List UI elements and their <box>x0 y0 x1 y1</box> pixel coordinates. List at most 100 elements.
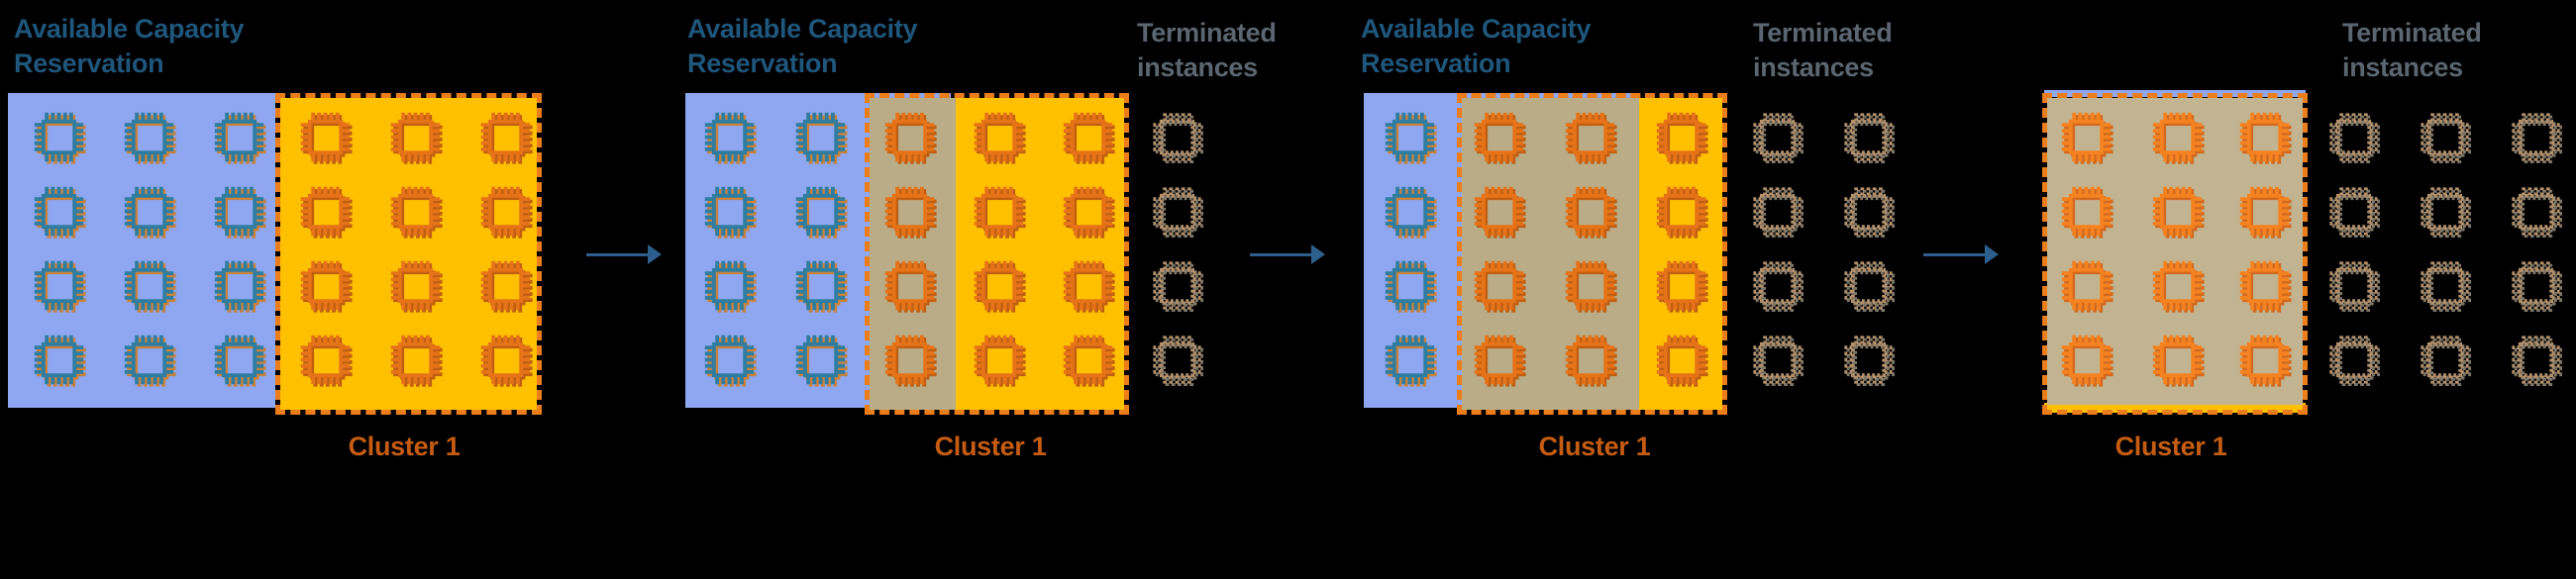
cluster-instance-chip <box>297 183 355 241</box>
cluster-instance-chip <box>1653 183 1710 241</box>
cluster-instance-chip <box>2149 332 2207 389</box>
cluster-instance-chip <box>1471 109 1528 166</box>
terminated-instance-chip <box>2325 109 2383 166</box>
terminated-instance-chip <box>1840 183 1898 241</box>
terminated-instance-chip <box>2508 183 2565 241</box>
cluster-instance-chip <box>1562 257 1619 315</box>
terminated-instance-chip <box>1149 109 1206 166</box>
cluster-instance-chip <box>1562 183 1619 241</box>
terminated-instance-chip <box>1749 183 1806 241</box>
right-arrow-icon <box>586 243 662 264</box>
cluster-label: Cluster 1 <box>348 432 461 461</box>
cluster-instance-chip <box>1653 332 1710 389</box>
cluster-instance-chip <box>2236 257 2294 315</box>
cluster-box <box>2042 93 2308 415</box>
cluster-instance-chip <box>881 257 939 315</box>
available-instance-chip <box>701 257 759 315</box>
available-instance-chip <box>1382 109 1439 166</box>
available-instance-chip <box>1382 257 1439 315</box>
available-instance-chip <box>31 183 88 241</box>
cluster-instance-chip <box>477 257 535 315</box>
cluster-instance-chip <box>971 183 1028 241</box>
terminated-instance-chip <box>2508 257 2565 315</box>
terminated-instance-chip <box>1749 257 1806 315</box>
available-instance-chip <box>31 109 88 166</box>
cluster-instance-chip <box>297 109 355 166</box>
cluster-instance-chip <box>1060 332 1117 389</box>
cluster-instance-chip <box>2236 332 2294 389</box>
available-instance-chip <box>792 332 850 389</box>
terminated-instance-chip <box>1749 332 1806 389</box>
available-instance-chip <box>211 183 268 241</box>
available-instance-chip <box>121 332 178 389</box>
cluster-instance-chip <box>2149 183 2207 241</box>
terminated-instance-chip <box>1149 332 1206 389</box>
available-instance-chip <box>792 257 850 315</box>
terminated-instance-chip <box>2508 332 2565 389</box>
terminated-instance-chip <box>2325 183 2383 241</box>
available-instance-chip <box>121 257 178 315</box>
cluster-instance-chip <box>477 332 535 389</box>
cluster-instance-chip <box>1471 183 1528 241</box>
cluster-instance-chip <box>971 257 1028 315</box>
cluster-instance-chip <box>387 109 445 166</box>
available-instance-chip <box>121 109 178 166</box>
cluster-instance-chip <box>971 332 1028 389</box>
terminated-instance-chip <box>1149 257 1206 315</box>
terminated-instances-label: Terminated instances <box>1753 18 1893 82</box>
cluster-instance-chip <box>881 332 939 389</box>
available-instance-chip <box>31 332 88 389</box>
terminated-instances-label: Terminated instances <box>2342 18 2482 82</box>
terminated-instance-chip <box>1149 183 1206 241</box>
available-instance-chip <box>1382 183 1439 241</box>
available-instance-chip <box>792 183 850 241</box>
terminated-instance-chip <box>2508 109 2565 166</box>
cluster-instance-chip <box>1060 109 1117 166</box>
capacity-reservation-box <box>8 93 275 408</box>
terminated-instance-chip <box>2417 332 2474 389</box>
available-instance-chip <box>121 183 178 241</box>
cluster-instance-chip <box>1562 332 1619 389</box>
available-instance-chip <box>211 109 268 166</box>
available-instance-chip <box>211 332 268 389</box>
terminated-instance-chip <box>1840 257 1898 315</box>
available-capacity-reservation-label: Available Capacity Reservation <box>14 14 245 78</box>
cluster-instance-chip <box>297 332 355 389</box>
cluster-instance-chip <box>1562 109 1619 166</box>
available-instance-chip <box>31 257 88 315</box>
cluster-instance-chip <box>2058 332 2115 389</box>
cluster-label: Cluster 1 <box>2114 432 2227 461</box>
terminated-instance-chip <box>2417 257 2474 315</box>
cluster-label: Cluster 1 <box>934 432 1047 461</box>
terminated-instance-chip <box>2325 257 2383 315</box>
available-capacity-reservation-label: Available Capacity Reservation <box>1361 14 1592 78</box>
right-arrow-icon <box>1923 243 1999 264</box>
cluster-instance-chip <box>1653 109 1710 166</box>
terminated-instance-chip <box>2417 109 2474 166</box>
cluster-instance-chip <box>387 183 445 241</box>
terminated-instance-chip <box>1749 109 1806 166</box>
cluster-box <box>1457 93 1727 415</box>
available-instance-chip <box>701 332 759 389</box>
cluster-instance-chip <box>297 257 355 315</box>
cluster-label: Cluster 1 <box>1538 432 1651 461</box>
cluster-instance-chip <box>1653 257 1710 315</box>
available-instance-chip <box>701 183 759 241</box>
terminated-instance-chip <box>1840 109 1898 166</box>
right-arrow-icon <box>1250 243 1325 264</box>
cluster-instance-chip <box>2058 109 2115 166</box>
available-instance-chip <box>792 109 850 166</box>
cluster-instance-chip <box>971 109 1028 166</box>
cluster-instance-chip <box>2236 109 2294 166</box>
cluster-instance-chip <box>881 183 939 241</box>
cluster-instance-chip <box>2058 183 2115 241</box>
cluster-instance-chip <box>477 109 535 166</box>
cluster-instance-chip <box>2149 109 2207 166</box>
cluster-instance-chip <box>1471 257 1528 315</box>
available-capacity-reservation-label: Available Capacity Reservation <box>687 14 918 78</box>
cluster-instance-chip <box>387 332 445 389</box>
available-instance-chip <box>701 109 759 166</box>
cluster-instance-chip <box>2149 257 2207 315</box>
cluster-instance-chip <box>1471 332 1528 389</box>
